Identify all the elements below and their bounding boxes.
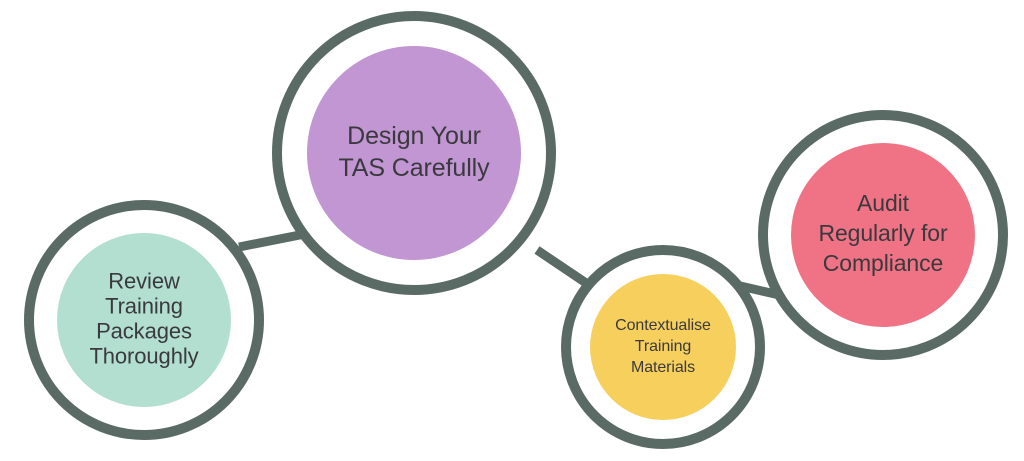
- node-label-line: Review: [108, 268, 180, 293]
- node-fill-2: [307, 46, 521, 260]
- node-label-line: TAS Carefully: [338, 154, 490, 182]
- node-fill-3: [590, 274, 736, 420]
- node-fill-1: [57, 233, 231, 407]
- node-label-line: Audit: [857, 190, 910, 216]
- node-fill-4: [791, 143, 975, 327]
- node-ring-3: [561, 245, 765, 449]
- node-ring-1: [24, 200, 264, 440]
- node-ring-4: [758, 110, 1008, 360]
- node-label-line: Materials: [631, 359, 695, 376]
- node-ring-2: [272, 11, 556, 295]
- node-label-line: Thoroughly: [89, 343, 198, 368]
- node-label-line: Design Your: [347, 122, 481, 150]
- node-label-line: Training: [105, 293, 183, 318]
- node-label-line: Packages: [96, 318, 192, 343]
- node-label-line: Regularly for: [818, 220, 948, 246]
- connector-node2-node3: [534, 246, 592, 289]
- node-label-line: Compliance: [823, 250, 943, 276]
- node-label-line: Training: [635, 338, 691, 355]
- node-label-line: Contextualise: [615, 317, 711, 334]
